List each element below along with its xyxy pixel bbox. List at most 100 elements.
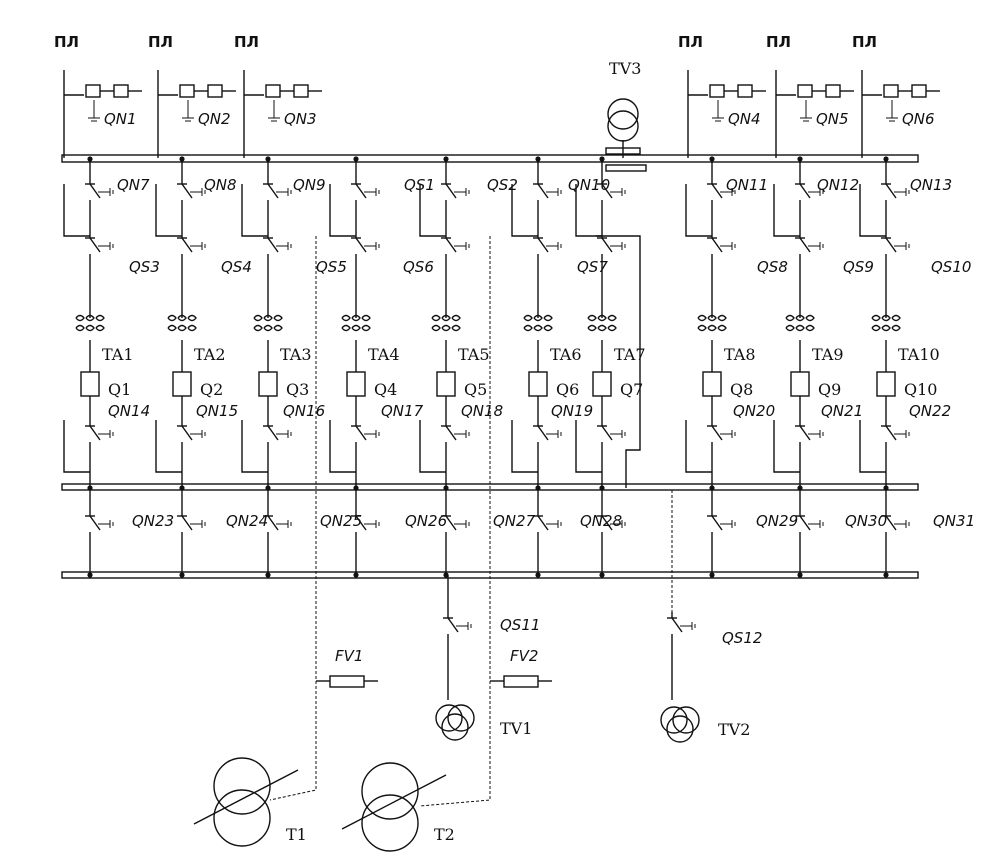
breaker-box xyxy=(172,371,192,397)
coupling-capacitor xyxy=(85,84,101,98)
switch-part xyxy=(355,237,367,253)
ct-coil xyxy=(263,314,273,332)
bypass-loop xyxy=(155,184,182,237)
ct-coil xyxy=(597,314,607,332)
coupling-capacitor xyxy=(709,84,725,98)
bottom-disconnector-label: QN28 xyxy=(580,512,622,530)
switch-part xyxy=(799,515,811,531)
lower-disconnector-label: QN19 xyxy=(551,402,593,420)
upper-switch xyxy=(351,232,380,260)
qs11-label: QS11 xyxy=(500,616,540,634)
line-label-pl: ПЛ xyxy=(54,33,79,51)
branch-dash xyxy=(269,236,317,801)
upper-disconnector-label: QN7 xyxy=(117,176,150,194)
line-label-pl: ПЛ xyxy=(766,33,791,51)
upper-disconnector xyxy=(351,178,380,206)
bypass-loop xyxy=(155,420,182,473)
switch-part xyxy=(447,617,459,633)
bypass-loop xyxy=(511,420,538,473)
switch-part xyxy=(711,183,723,199)
ct-symbol xyxy=(587,314,617,332)
bypass-loop xyxy=(329,184,356,237)
qs12-label: QS12 xyxy=(722,629,762,647)
switch-part xyxy=(267,515,279,531)
bottom-disconnector xyxy=(441,510,470,538)
ct-label: TA9 xyxy=(812,345,844,364)
ct-coil xyxy=(253,314,263,332)
breaker-box xyxy=(346,371,366,397)
switch-part xyxy=(671,617,683,633)
lower-disconnector xyxy=(707,420,736,448)
switch-part xyxy=(885,425,897,441)
switch-part xyxy=(537,425,549,441)
switch-part xyxy=(537,237,549,253)
upper-switch-label: QS10 xyxy=(931,258,971,276)
ct-coil xyxy=(85,314,95,332)
vt-winding xyxy=(672,706,700,734)
ct-coil xyxy=(871,314,881,332)
ct-symbol xyxy=(871,314,901,332)
upper-disconnector xyxy=(707,178,736,206)
arrester-fv2 xyxy=(503,675,539,688)
ct-coil xyxy=(717,314,727,332)
ct-label: TA6 xyxy=(550,345,582,364)
upper-disconnector xyxy=(597,178,626,206)
switch-part xyxy=(89,183,101,199)
tv1-label: TV1 xyxy=(500,719,532,738)
vt-winding xyxy=(447,704,475,732)
upper-disconnector-label: QN10 xyxy=(568,176,610,194)
upper-switch-label: QS6 xyxy=(403,258,434,276)
switch-part xyxy=(181,515,193,531)
lower-disconnector-label: QN22 xyxy=(909,402,951,420)
tap-changer-arrow xyxy=(341,774,447,830)
breaker-box xyxy=(790,371,810,397)
upper-disconnector xyxy=(441,178,470,206)
upper-disconnector xyxy=(177,178,206,206)
lower-disconnector xyxy=(263,420,292,448)
upper-disconnector xyxy=(85,178,114,206)
switch-part xyxy=(601,515,613,531)
vt-winding xyxy=(441,713,469,741)
switch-part xyxy=(885,183,897,199)
fv1-label: FV1 xyxy=(335,647,363,665)
bypass-loop xyxy=(329,420,356,473)
vt1-switch xyxy=(443,612,472,640)
switch-part xyxy=(601,237,613,253)
bus-junction xyxy=(179,572,185,578)
line-ground-label: QN5 xyxy=(816,110,849,128)
bottom-disconnector xyxy=(881,510,910,538)
switch-part xyxy=(89,515,101,531)
lower-disconnector xyxy=(533,420,562,448)
pt-winding xyxy=(361,762,419,820)
bottom-disconnector xyxy=(177,510,206,538)
switch-part xyxy=(445,515,457,531)
switch-part xyxy=(445,237,457,253)
upper-disconnector-label: QS1 xyxy=(404,176,435,194)
breaker-box xyxy=(528,371,548,397)
lower-disconnector xyxy=(597,420,626,448)
switch-part xyxy=(711,425,723,441)
coupling-capacitor xyxy=(797,84,813,98)
pt-winding xyxy=(213,757,271,815)
switch-part xyxy=(799,425,811,441)
bus-junction xyxy=(709,572,715,578)
breaker-box xyxy=(592,371,612,397)
tap-changer-arrow xyxy=(193,769,299,825)
bottom-disconnector xyxy=(597,510,626,538)
bottom-disconnector xyxy=(85,510,114,538)
ct-coil xyxy=(441,314,451,332)
coupling-capacitor xyxy=(179,84,195,98)
ct-coil xyxy=(707,314,717,332)
coupler-wire xyxy=(596,235,641,488)
switch-part xyxy=(799,237,811,253)
bottom-disconnector xyxy=(533,510,562,538)
bypass-loop xyxy=(63,420,90,473)
t1-label: T1 xyxy=(286,825,307,844)
breaker-label: Q5 xyxy=(464,380,487,399)
switch-part xyxy=(537,183,549,199)
bypass-loop xyxy=(63,184,90,237)
ct-coil xyxy=(523,314,533,332)
upper-disconnector-label: QN11 xyxy=(726,176,768,194)
lower-disconnector xyxy=(351,420,380,448)
breaker-box xyxy=(876,371,896,397)
